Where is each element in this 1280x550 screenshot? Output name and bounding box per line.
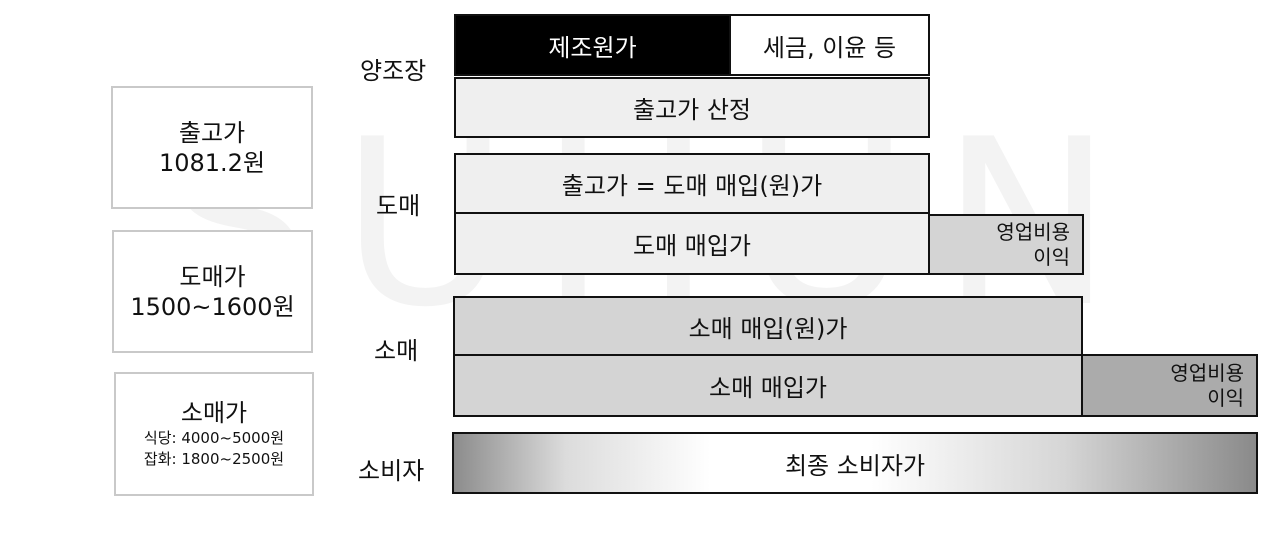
retail-purchase-bar: 소매 매입가 [453, 356, 1083, 417]
factory-price-box: 출고가 1081.2원 [111, 86, 313, 209]
factory-price-label: 출고가 [178, 118, 246, 147]
tax-profit-label: 세금, 이윤 등 [762, 33, 897, 62]
retail-purchase-cost-label: 소매 매입(원)가 [688, 314, 848, 343]
stage-label-brewery: 양조장 [360, 57, 427, 85]
final-consumer-price-bar: 최종 소비자가 [452, 432, 1258, 494]
stage-label-consumer: 소비자 [358, 457, 425, 485]
manufacturing-cost-label: 제조원가 [548, 33, 637, 62]
retail-purchase-cost-bar: 소매 매입(원)가 [453, 296, 1083, 356]
factory-price-calc-bar: 출고가 산정 [454, 77, 930, 138]
stage-label-wholesale: 도매 [376, 192, 421, 220]
factory-price-calc-label: 출고가 산정 [632, 96, 752, 124]
manufacturing-cost-bar: 제조원가 [454, 14, 731, 76]
stage-label-retail: 소매 [374, 337, 419, 365]
retail-price-general-store: 잡화: 1800~2500원 [143, 450, 285, 468]
tax-profit-bar: 세금, 이윤 등 [731, 14, 930, 76]
wholesale-margin-line2: 이익 [1033, 244, 1070, 269]
retail-margin-line1: 영업비용 [1170, 360, 1244, 385]
retail-margin-box: 영업비용 이익 [1083, 354, 1258, 417]
wholesale-price-box: 도매가 1500~1600원 [112, 230, 313, 353]
retail-margin-line2: 이익 [1207, 385, 1244, 410]
retail-price-box: 소매가 식당: 4000~5000원 잡화: 1800~2500원 [114, 372, 314, 496]
wholesale-purchase-bar: 도매 매입가 [454, 214, 930, 275]
retail-purchase-label: 소매 매입가 [708, 374, 828, 402]
wholesale-margin-line1: 영업비용 [996, 219, 1070, 244]
final-consumer-price-label: 최종 소비자가 [784, 451, 926, 480]
factory-eq-wholesale-label: 출고가 = 도매 매입(원)가 [561, 172, 823, 200]
wholesale-margin-box: 영업비용 이익 [930, 214, 1084, 275]
retail-price-restaurant: 식당: 4000~5000원 [143, 429, 285, 447]
wholesale-price-label: 도매가 [179, 262, 246, 291]
retail-price-label: 소매가 [180, 399, 248, 427]
wholesale-purchase-label: 도매 매입가 [632, 232, 752, 260]
factory-eq-wholesale-bar: 출고가 = 도매 매입(원)가 [454, 153, 930, 214]
factory-price-value: 1081.2원 [158, 148, 266, 177]
wholesale-price-value: 1500~1600원 [130, 292, 295, 321]
